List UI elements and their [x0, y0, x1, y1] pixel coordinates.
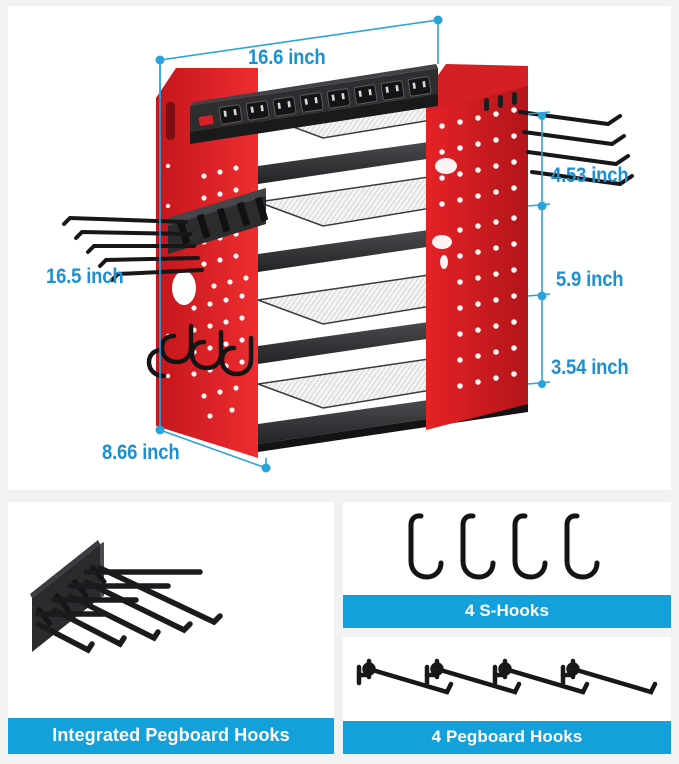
dimension-endpoints — [155, 15, 547, 473]
panel-caption: Integrated Pegboard Hooks — [8, 718, 334, 754]
panel-caption: 4 S-Hooks — [343, 595, 671, 628]
product-render — [62, 15, 634, 473]
dimension-label-width: 16.6 inch — [248, 46, 326, 69]
hook-rail-icon — [30, 540, 223, 654]
pegboard-hook-icon — [356, 658, 658, 695]
dimension-label-depth: 8.66 inch — [102, 441, 180, 464]
side-hooks — [518, 110, 634, 187]
integrated-hook-rail — [62, 188, 269, 282]
dimension-label-height: 16.5 inch — [46, 265, 124, 288]
s-hook-icon — [408, 513, 600, 580]
right-side-panel — [426, 64, 528, 430]
panel-caption: 4 Pegboard Hooks — [343, 721, 671, 754]
dimension-label-bottom-shelf-gap: 3.54 inch — [551, 356, 629, 379]
panel-s-hooks: 4 S-Hooks — [343, 502, 671, 628]
dimension-label-top-shelf-gap: 4.53 inch — [551, 164, 629, 187]
panel-pegboard-hooks: 4 Pegboard Hooks — [343, 637, 671, 754]
power-strip — [190, 64, 438, 144]
dimension-label-middle-shelf-gap: 5.9 inch — [556, 268, 624, 291]
hero-product-card: 16.6 inch 16.5 inch 8.66 inch 4.53 inch … — [8, 6, 671, 490]
panel-integrated-pegboard-hooks: Integrated Pegboard Hooks — [8, 502, 334, 754]
board-s-hooks — [146, 323, 254, 379]
